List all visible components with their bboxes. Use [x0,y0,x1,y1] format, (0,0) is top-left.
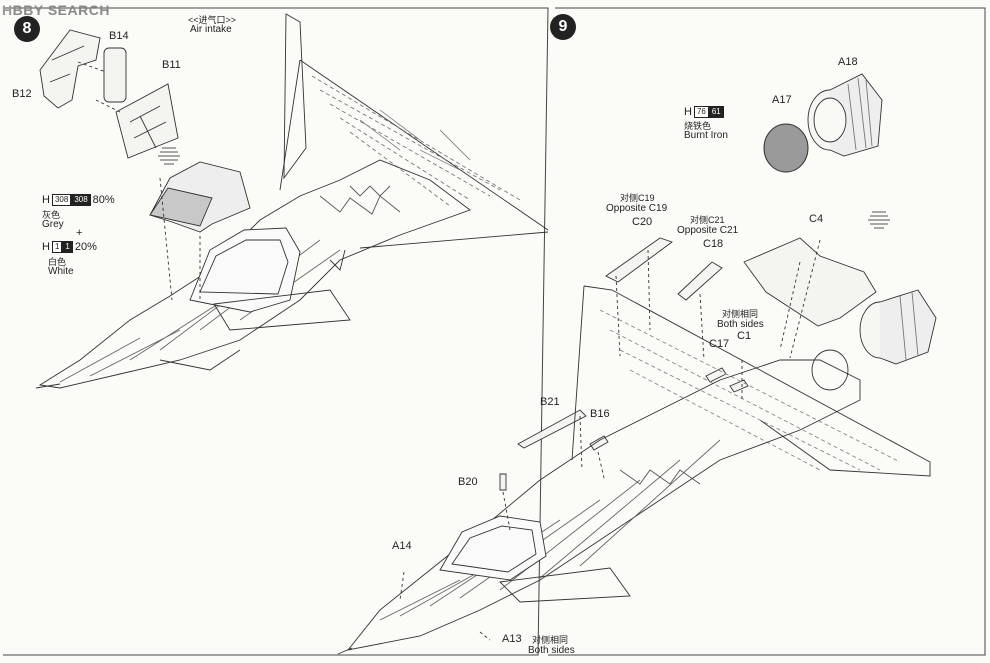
step8-plus: + [76,227,83,239]
opp-c21-cn: 对侧C21 [690,215,725,225]
step8-panel-border [3,7,549,656]
both-sides-cn: 对侧相同 [722,309,759,319]
opp-c19-cn: 对侧C19 [620,193,655,203]
opp-c21-en: Opposite C21 [677,225,739,236]
step9-number: 9 [550,14,576,40]
part-label-b12: B12 [12,88,32,100]
step8-intake-cn: <<进气口>> [188,15,237,25]
part-label-b20: B20 [458,476,478,488]
step8-color-grey-en: Grey [42,219,64,230]
part-label-b16: B16 [590,408,610,420]
step9-disc-a17 [763,123,809,173]
step9-arrow [868,211,890,229]
step9-nozzle-a18 [807,73,883,157]
step8-number: 8 [14,16,40,42]
step8-aircraft [35,13,549,389]
part-label-a13: A13 [502,633,522,645]
step8-color-white-cn: 白色 [48,257,67,267]
part-label-a14: A14 [392,540,412,552]
step9-color-cn: 烧铁色 [684,121,712,131]
part-label-c17: C17 [709,338,730,350]
part-label-c18: C18 [703,238,724,250]
part-label-c20: C20 [632,216,653,228]
step8-arrow [158,147,180,165]
part-label-c4: C4 [809,213,824,225]
part-label-a17: A17 [772,94,792,106]
step8-color-white-en: White [48,266,74,277]
both-sides2-cn: 对侧相同 [532,635,569,645]
step8-intake-en: Air intake [190,24,232,35]
step8-color-grey-cn: 灰色 [42,210,61,220]
both-sides-en: Both sides [717,319,764,330]
step9-aircraft [337,239,931,655]
part-label-b21: B21 [540,396,560,408]
part-label-b11: B11 [162,59,181,71]
both-sides2-en: Both sides [528,645,575,656]
step8-intake-parts [39,29,179,159]
part-label-b14: B14 [109,30,129,42]
step9-color-en: Burnt Iron [684,130,728,141]
part-label-c1: C1 [737,330,752,342]
opp-c19-en: Opposite C19 [606,203,668,214]
step8-intake-cover [149,161,251,233]
step9-panel-border [548,7,986,656]
part-label-a18: A18 [838,56,858,68]
watermark-logo: HBBY SEARCH [2,2,110,18]
step9-small-parts [499,237,937,491]
